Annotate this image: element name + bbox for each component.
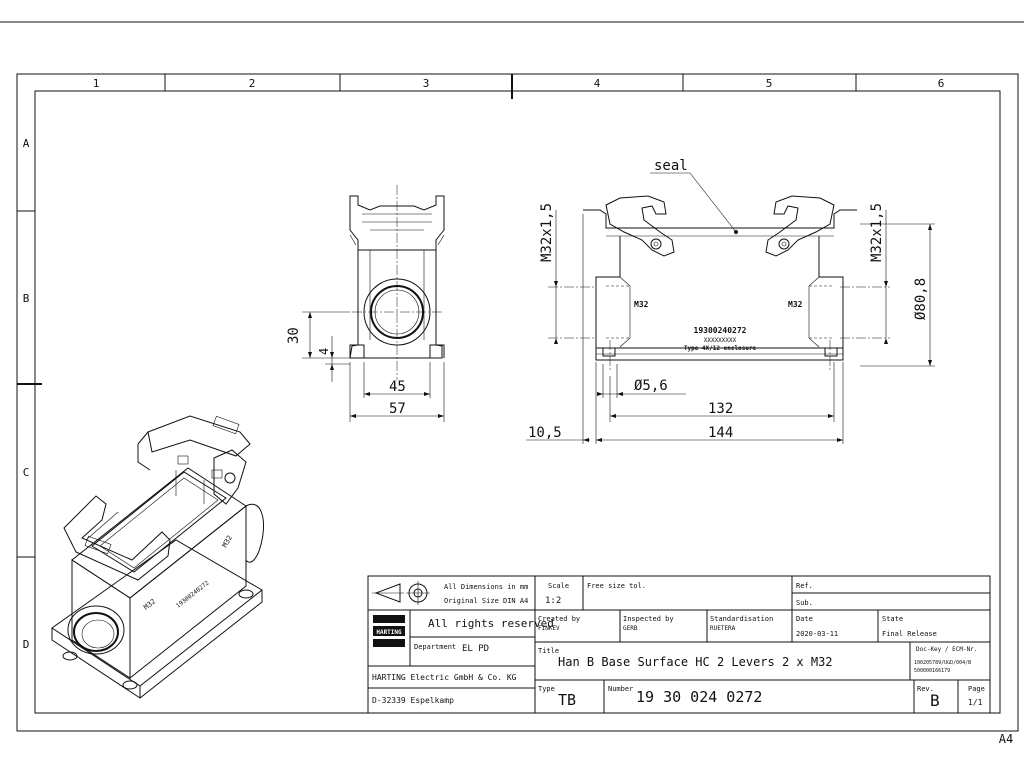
dim-45: 45 [389,379,406,395]
ref-label: Ref. [796,582,813,590]
dim-132: 132 [708,401,733,417]
dim-d80: Ø80,8 [913,278,929,320]
zone-row-d: D [23,638,30,651]
zone-col-3: 3 [423,77,430,90]
dockey-label: Doc-Key / ECM-Nr. [916,646,977,653]
zone-row-b: B [23,292,30,305]
state-label: State [882,615,903,623]
type-label: Type [538,685,555,693]
zone-dividers [17,74,857,558]
front-marking-m32-left: M32 [634,300,649,309]
iso-marking-part-no: 19300240272 [175,579,211,609]
standard-value: RUETERA [710,625,736,632]
dims-note-1: All Dimensions in mm [444,583,528,591]
zone-col-4: 4 [594,77,601,90]
scale-value: 1:2 [545,596,561,606]
front-marking-m32-right: M32 [788,300,803,309]
dockey-1: 100205789/UGD/004/B [914,660,971,666]
company-line-1: HARTING Electric GmbH & Co. KG [372,673,517,682]
department-label: Department [414,643,456,651]
created-value: FINKEV [538,625,560,632]
inspected-value: GERB [623,625,638,632]
front-marking-type: Type 4X/12 enclosure [684,345,757,352]
dim-144: 144 [708,425,733,441]
zone-col-1: 1 [93,77,100,90]
dim-m32-right: M32x1,5 [869,203,885,262]
date-label: Date [796,615,813,623]
side-view [349,185,445,380]
date-value: 2020-03-11 [796,630,838,638]
dim-4: 4 [317,348,331,355]
zone-col-5: 5 [766,77,773,90]
standard-label: Standardisation [710,615,773,623]
iso-marking-m32-side: M32 [221,534,234,549]
free-size-label: Free size tol. [587,582,646,590]
created-label: Created by [538,615,580,623]
dim-d56: Ø5,6 [634,378,668,394]
scale-label: Scale [548,582,569,590]
company-line-2: D-32339 Espelkamp [372,696,454,705]
number-value: 19 30 024 0272 [636,688,762,706]
sub-label: Sub. [796,599,813,607]
projection-symbol-icon [372,581,430,605]
side-view-dimensions: 30 4 45 57 [286,311,445,422]
type-value: TB [558,691,576,709]
page-value: 1/1 [968,698,983,707]
dim-105: 10,5 [528,425,562,441]
title-block: All Dimensions in mm Original Size DIN A… [367,575,991,714]
dim-m32-left: M32x1,5 [539,203,555,262]
drawing-title: Han B Base Surface HC 2 Levers 2 x M32 [558,655,833,669]
dockey-2: 500000166179 [914,668,950,674]
dim-30: 30 [286,327,302,344]
zone-col-6: 6 [938,77,945,90]
front-marking-xxx: XXXXXXXXX [704,337,737,344]
front-marking-part-no: 19300240272 [694,326,747,335]
rights-text: All rights reserved [428,617,554,630]
zone-row-c: C [23,466,30,479]
department-value: EL PD [462,644,489,654]
zone-col-2: 2 [249,77,256,90]
iso-marking-m32: M32 [142,597,157,611]
rev-label: Rev. [917,685,934,693]
front-view-dimensions: seal M32x1,5 M32x1,5 Ø80,8 Ø5,6 132 144 … [526,158,935,444]
seal-label: seal [654,158,688,174]
zone-row-a: A [23,137,30,150]
harting-logo: HARTING [373,615,405,647]
sheet-size-label: A4 [999,732,1013,746]
inspected-label: Inspected by [623,615,674,623]
rev-value: B [930,691,940,710]
title-label: Title [538,647,559,655]
dims-note-2: Original Size DIN A4 [444,597,528,605]
logo-text: HARTING [376,629,402,636]
page-label: Page [968,685,985,693]
state-value: Final Release [882,630,937,638]
number-label: Number [608,685,633,693]
dim-57: 57 [389,401,406,417]
outer-frame [16,73,1019,732]
front-view: M32 M32 19300240272 XXXXXXXXX Type 4X/12… [548,195,890,372]
isometric-view: M32 19300240272 M32 [51,415,264,699]
